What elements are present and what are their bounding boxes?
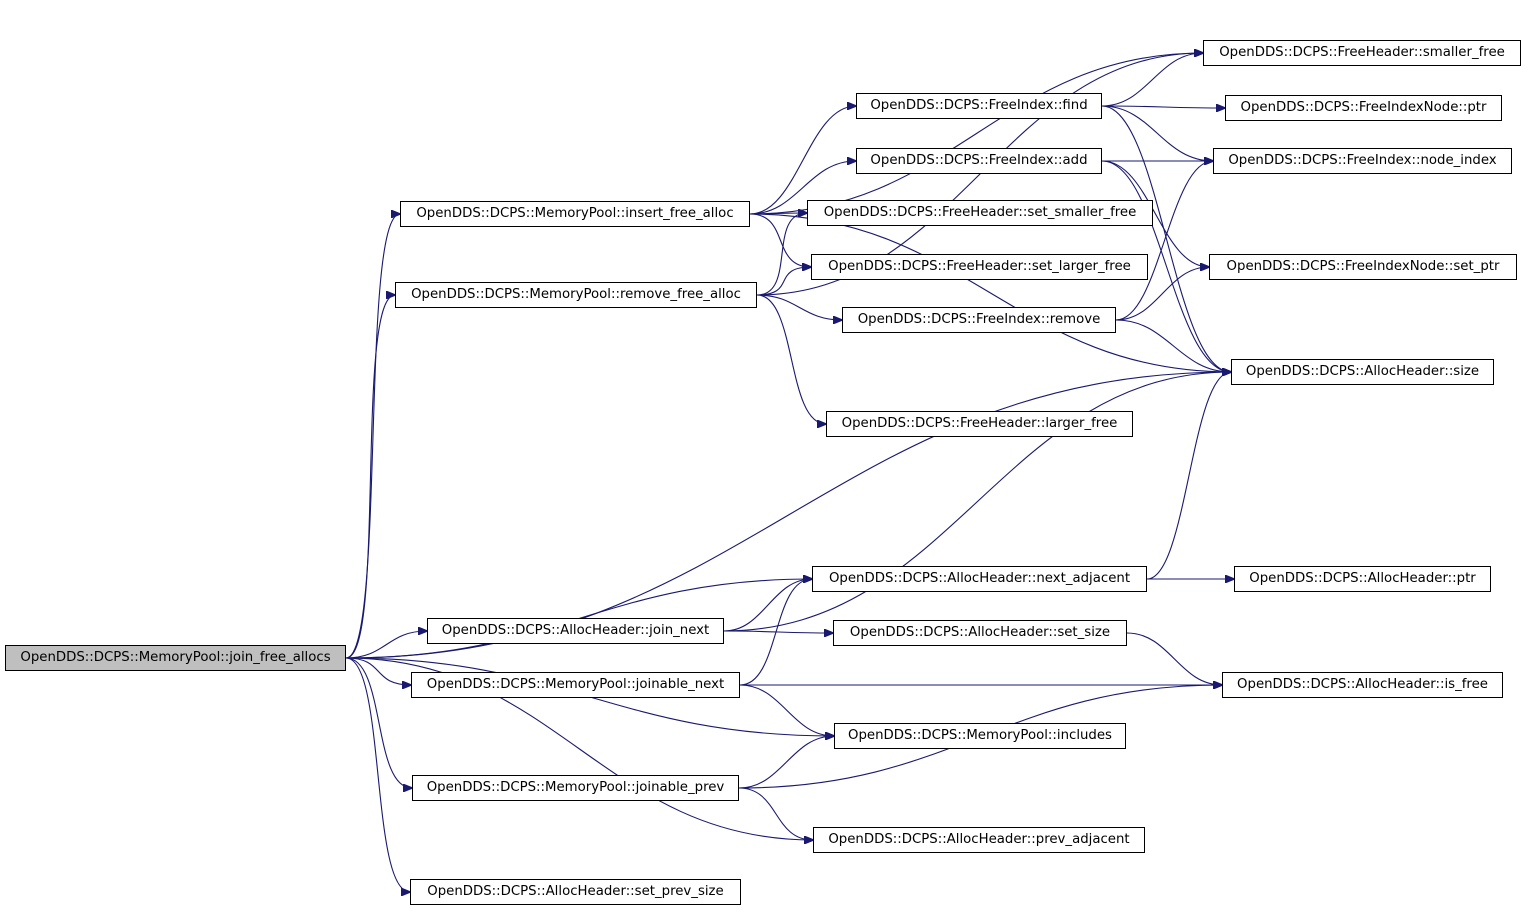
node-memorypool-insert-free-alloc[interactable]: OpenDDS::DCPS::MemoryPool::insert_free_a… [400,201,750,227]
edge-fi_find-to-node_index [1101,105,1213,161]
edge-join_free_allocs-to-insert_free_alloc [345,214,400,659]
node-freeheader-set-larger-free[interactable]: OpenDDS::DCPS::FreeHeader::set_larger_fr… [811,254,1148,280]
edge-insert_free_alloc-to-set_larger_free [749,213,811,267]
edge-join_free_allocs-to-set_prev_size [345,657,410,892]
edge-join_free_allocs-to-joinable_next [345,657,411,685]
edge-remove_free_alloc-to-smaller_free [756,53,1203,296]
node-memorypool-remove-free-alloc[interactable]: OpenDDS::DCPS::MemoryPool::remove_free_a… [395,282,757,308]
node-freeheader-smaller-free[interactable]: OpenDDS::DCPS::FreeHeader::smaller_free [1203,40,1521,66]
edge-join_free_allocs-to-remove_free_alloc [345,295,395,659]
edge-joinable_prev-to-includes [738,736,834,789]
edge-remove_free_alloc-to-fi_remove [756,294,842,320]
node-freeindex-node-index[interactable]: OpenDDS::DCPS::FreeIndex::node_index [1213,148,1512,174]
edge-joinable_next-to-next_adjacent [739,579,812,686]
node-allocheader-set-prev-size[interactable]: OpenDDS::DCPS::AllocHeader::set_prev_siz… [410,879,741,905]
edge-remove_free_alloc-to-larger_free [756,294,826,424]
node-allocheader-set-size[interactable]: OpenDDS::DCPS::AllocHeader::set_size [833,620,1127,646]
node-freeheader-larger-free[interactable]: OpenDDS::DCPS::FreeHeader::larger_free [826,411,1133,437]
node-memorypool-join-free-allocs: OpenDDS::DCPS::MemoryPool::join_free_all… [5,645,346,671]
edge-fi_add-to-fin_set_ptr [1101,160,1209,267]
edge-fi_find-to-smaller_free [1101,53,1203,107]
edge-remove_free_alloc-to-set_larger_free [756,267,811,296]
edge-join_next-to-ah_size [723,372,1231,632]
edge-set_size-to-is_free [1126,632,1222,685]
node-memorypool-includes[interactable]: OpenDDS::DCPS::MemoryPool::includes [834,723,1126,749]
edge-join_free_allocs-to-join_next [345,631,427,659]
edge-fi_remove-to-node_index [1115,161,1213,321]
node-freeindex-add[interactable]: OpenDDS::DCPS::FreeIndex::add [856,148,1102,174]
node-memorypool-joinable-next[interactable]: OpenDDS::DCPS::MemoryPool::joinable_next [411,672,740,698]
node-allocheader-ptr[interactable]: OpenDDS::DCPS::AllocHeader::ptr [1234,566,1491,592]
edge-insert_free_alloc-to-fi_add [749,161,856,215]
node-allocheader-prev-adjacent[interactable]: OpenDDS::DCPS::AllocHeader::prev_adjacen… [813,827,1145,853]
edge-insert_free_alloc-to-fi_find [749,106,856,215]
edge-fi_remove-to-fin_set_ptr [1115,267,1209,321]
node-allocheader-size[interactable]: OpenDDS::DCPS::AllocHeader::size [1231,359,1494,385]
edge-joinable_next-to-includes [739,684,834,736]
edge-joinable_prev-to-prev_adjacent [738,787,813,840]
node-freeheader-set-smaller-free[interactable]: OpenDDS::DCPS::FreeHeader::set_smaller_f… [807,200,1153,226]
node-freeindexnode-ptr[interactable]: OpenDDS::DCPS::FreeIndexNode::ptr [1225,95,1502,121]
node-freeindex-remove[interactable]: OpenDDS::DCPS::FreeIndex::remove [842,307,1116,333]
edge-next_adjacent-to-ah_size [1146,372,1231,580]
edge-remove_free_alloc-to-set_smaller_free [756,213,807,296]
edge-join_next-to-set_size [723,631,833,633]
node-freeindex-find[interactable]: OpenDDS::DCPS::FreeIndex::find [856,93,1102,119]
node-memorypool-joinable-prev[interactable]: OpenDDS::DCPS::MemoryPool::joinable_prev [412,775,739,801]
node-allocheader-join-next[interactable]: OpenDDS::DCPS::AllocHeader::join_next [427,618,724,644]
edge-fi_find-to-fin_ptr [1101,106,1225,108]
edge-join_free_allocs-to-joinable_prev [345,657,412,788]
edge-fi_find-to-ah_size [1101,105,1231,372]
edge-fi_remove-to-ah_size [1115,319,1231,372]
edge-fi_add-to-ah_size [1101,160,1231,372]
node-freeindexnode-set-ptr[interactable]: OpenDDS::DCPS::FreeIndexNode::set_ptr [1209,254,1517,280]
edge-join_next-to-next_adjacent [723,579,812,632]
node-allocheader-next-adjacent[interactable]: OpenDDS::DCPS::AllocHeader::next_adjacen… [812,566,1147,592]
edge-insert_free_alloc-to-ah_size [749,213,1231,372]
node-allocheader-is-free[interactable]: OpenDDS::DCPS::AllocHeader::is_free [1222,672,1503,698]
edge-join_free_allocs-to-prev_adjacent [345,657,813,840]
